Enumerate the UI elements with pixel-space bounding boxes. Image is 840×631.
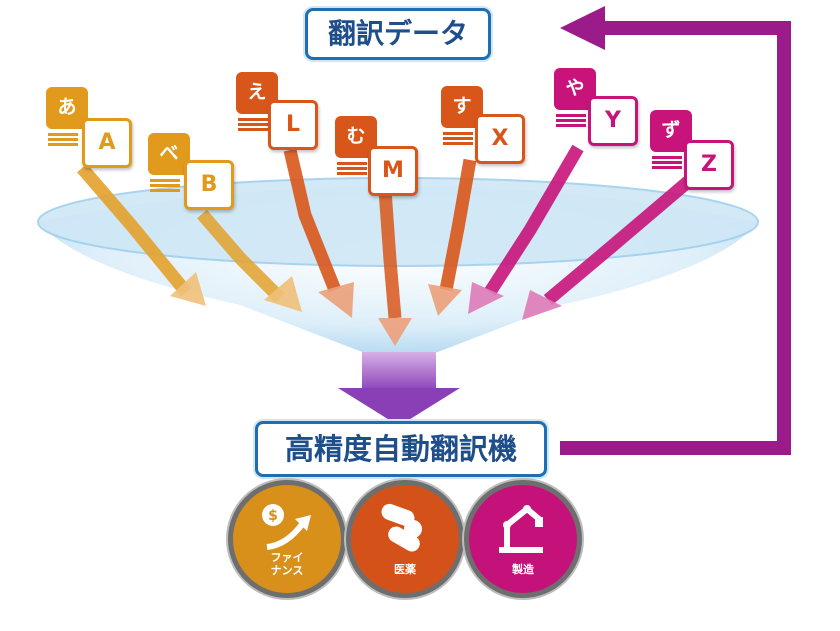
finance-icon: $ [262, 504, 311, 550]
target-char-y: Y [588, 96, 638, 146]
flow-arrow-y [468, 144, 584, 314]
flow-arrow-m [378, 189, 412, 346]
domain-manufacturing: 製造 [464, 480, 582, 598]
connector-mark [150, 179, 180, 192]
domain-finance: $ ファイ ナンス [228, 480, 346, 598]
domain-label-pharma: 医薬 [394, 563, 416, 576]
target-char-l: L [268, 100, 318, 150]
pills-icon [381, 503, 422, 552]
target-char-x: X [475, 114, 525, 164]
target-char-z: Z [684, 140, 734, 190]
robot-arm-icon [499, 505, 543, 553]
translation-data-label: 翻訳データ [305, 8, 491, 60]
merge-down-arrow [338, 352, 460, 426]
connector-mark [556, 114, 586, 127]
source-char-m: む [335, 116, 377, 158]
connector-mark [443, 132, 473, 145]
flow-arrow-a [77, 163, 206, 306]
flow-arrow-z [522, 175, 695, 320]
source-char-y: や [554, 68, 596, 110]
flow-arrow-b [197, 209, 302, 312]
feedback-loop-arrow [560, 6, 791, 455]
connector-mark [48, 133, 78, 146]
connector-mark [238, 118, 268, 131]
target-char-m: M [368, 146, 418, 196]
data-flow-arrows [77, 144, 695, 346]
tile-connectors [48, 114, 682, 192]
domain-label-manufacturing: 製造 [512, 563, 534, 576]
translation-engine-label: 高精度自動翻訳機 [255, 421, 547, 477]
source-char-a: あ [46, 87, 88, 129]
domain-pharma: 医薬 [346, 480, 464, 598]
flow-arrow-x [428, 158, 477, 316]
connector-mark [337, 162, 367, 175]
flow-arrow-l [283, 148, 354, 318]
target-char-a: A [82, 118, 132, 168]
domain-label-finance: ファイ ナンス [270, 551, 304, 577]
connector-mark [652, 156, 682, 169]
svg-text:$: $ [268, 508, 278, 524]
target-char-b: B [184, 160, 234, 210]
source-char-b: べ [148, 133, 190, 175]
